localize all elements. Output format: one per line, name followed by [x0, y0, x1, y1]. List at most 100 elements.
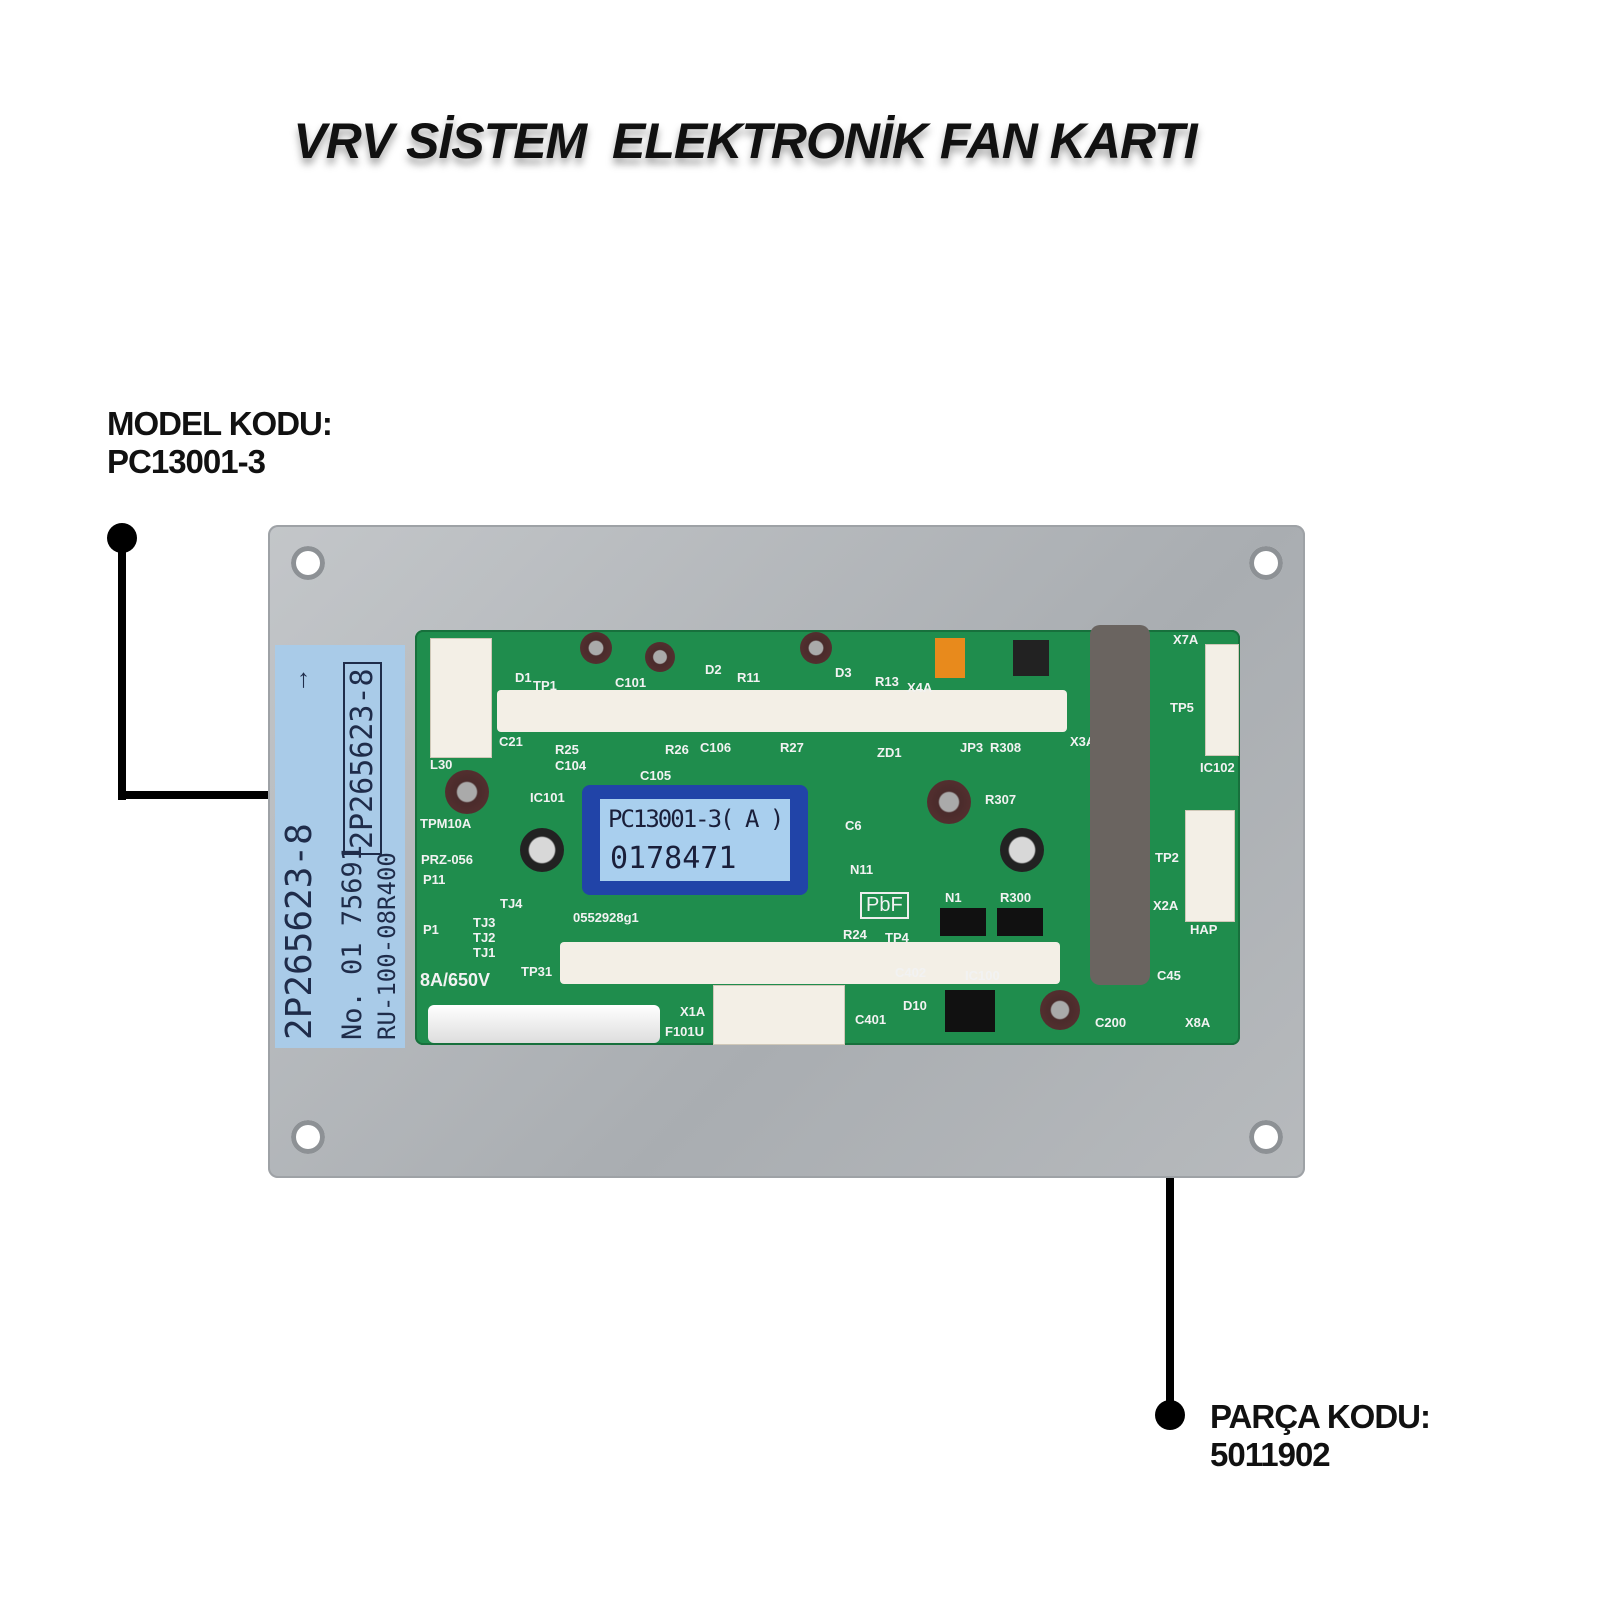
mount-hole	[1249, 546, 1283, 580]
sticker-serial: 0178471	[610, 841, 737, 876]
silk-label: C45	[1157, 968, 1181, 983]
transistor	[945, 990, 995, 1032]
model-code-value: PC13001-3	[107, 443, 266, 480]
silk-label: R26	[665, 742, 689, 757]
black-connector	[1013, 640, 1049, 676]
silk-label: R308	[990, 740, 1022, 755]
model-callout-line-horizontal	[118, 791, 268, 799]
silk-label: TP1	[533, 678, 557, 693]
silk-label: C402	[895, 965, 927, 980]
ref-code: RU-100-08R400	[373, 852, 401, 1040]
board-id-label: ↑ 2P265623-8 2P265623-8 No. 01 75691 RU-…	[275, 645, 405, 1048]
model-code-caption: MODEL KODU:	[107, 405, 333, 442]
connector	[430, 638, 492, 758]
mount-hole	[291, 1120, 325, 1154]
capacitor	[927, 780, 971, 824]
silk-label: ZD1	[877, 745, 902, 760]
fuse	[428, 1005, 660, 1043]
part-callout-line	[1166, 1178, 1174, 1418]
silk-label: IC100	[965, 968, 1000, 983]
silk-label: R307	[985, 792, 1017, 807]
part-code-caption: PARÇA KODU:	[1210, 1398, 1431, 1435]
silk-label: X7A	[1173, 632, 1199, 647]
silk-label: TP2	[1155, 850, 1179, 865]
silk-label: X4A	[907, 680, 933, 695]
silk-label: C401	[855, 1012, 887, 1027]
silk-label: D3	[835, 665, 852, 680]
silk-label: TP31	[521, 964, 553, 979]
model-code-label: MODEL KODU: PC13001-3	[107, 405, 333, 481]
heatsink	[1090, 625, 1150, 985]
silk-label: C200	[1095, 1015, 1127, 1030]
silk-label: C104	[555, 758, 587, 773]
boxed-code: 2P265623-8	[343, 662, 382, 855]
resistor	[997, 908, 1043, 936]
sticker-model: PC13001-3( A )	[608, 805, 784, 833]
silk-label: TPM10A	[420, 816, 472, 831]
silk-label: R300	[1000, 890, 1032, 905]
silk-label: L30	[430, 757, 453, 772]
silk-label: C101	[615, 675, 647, 690]
silk-label: X2A	[1153, 898, 1179, 913]
part-code-label: PARÇA KODU: 5011902	[1210, 1398, 1431, 1474]
silk-label: D2	[705, 662, 722, 677]
capacitor	[1040, 990, 1080, 1030]
silk-label: C21	[499, 734, 523, 749]
pbf-mark: PbF	[860, 892, 909, 919]
silk-label: TP4	[885, 930, 909, 945]
silk-label: TJ4	[500, 896, 523, 911]
silk-label: N11	[850, 862, 874, 877]
serial-number: No. 01 75691	[337, 844, 368, 1040]
model-sticker: PC13001-3( A ) 0178471	[582, 785, 808, 895]
silk-label: N1	[945, 890, 962, 905]
screw	[520, 828, 564, 872]
silk-label: D10	[903, 998, 927, 1013]
arrow-icon: ↑	[297, 663, 310, 693]
silk-label: PRZ-056	[421, 852, 474, 867]
silk-label: C105	[640, 768, 672, 783]
capacitor	[580, 632, 612, 664]
mount-hole	[291, 546, 325, 580]
silk-label: P1	[423, 922, 439, 937]
connector	[1185, 810, 1235, 922]
silk-label: IC101	[530, 790, 565, 805]
silk-label: TJ3	[473, 915, 496, 930]
board-code: 2P265623-8	[279, 823, 320, 1040]
part-callout-dot	[1155, 1400, 1185, 1430]
silk-label: R25	[555, 742, 579, 757]
part-code-value: 5011902	[1210, 1436, 1331, 1473]
orange-connector	[935, 638, 965, 678]
model-sticker-inner: PC13001-3( A ) 0178471	[600, 799, 790, 881]
capacitor	[445, 770, 489, 814]
capacitor	[645, 642, 675, 672]
silk-label: TJ2	[473, 930, 496, 945]
silk-label: TJ1	[473, 945, 496, 960]
silk-label: JP3	[960, 740, 984, 755]
silk-label: P11	[423, 872, 446, 887]
silk-label: R11	[737, 670, 761, 685]
silk-label: X3A	[1070, 734, 1096, 749]
batch-number: 0552928g1	[573, 910, 639, 925]
capacitor	[800, 632, 832, 664]
silk-label: R27	[780, 740, 804, 755]
silk-label: IC102	[1200, 760, 1235, 775]
mount-hole	[1249, 1120, 1283, 1154]
silk-label: R13	[875, 674, 899, 689]
silk-label: R24	[843, 927, 867, 942]
terminal-strip	[560, 942, 1060, 984]
screw	[1000, 828, 1044, 872]
connector	[1205, 644, 1239, 756]
model-callout-line	[118, 538, 126, 800]
terminal-strip	[497, 690, 1067, 732]
silk-label: F101U	[665, 1024, 705, 1039]
silk-label: HAP	[1190, 922, 1218, 937]
silk-label: X1A	[680, 1004, 706, 1019]
fuse-rating: 8A/650V	[420, 970, 491, 990]
page-title: VRV SİSTEM ELEKTRONİK FAN KARTI	[293, 113, 1197, 169]
connector-x1a	[713, 985, 845, 1045]
silk-label: X8A	[1185, 1015, 1211, 1030]
silk-label: D1	[515, 670, 532, 685]
silk-label: C6	[845, 818, 862, 833]
silk-label: TP5	[1170, 700, 1194, 715]
silk-label: C106	[700, 740, 732, 755]
